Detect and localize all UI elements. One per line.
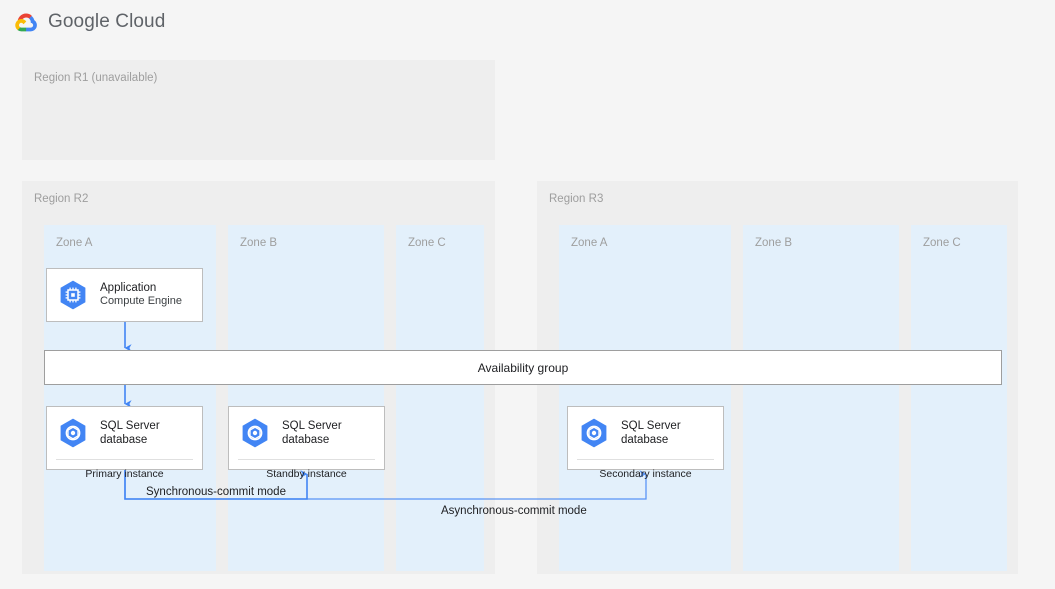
secondary-instance-role: Secondary instance [599, 468, 692, 480]
standby-database-card[interactable]: SQL Server database Standby instance [228, 406, 385, 480]
application-card[interactable]: Application Compute Engine [46, 268, 203, 322]
availability-group-label: Availability group [477, 360, 569, 375]
database-title: SQL Server [621, 419, 681, 432]
primary-database-card[interactable]: SQL Server database Primary instance [46, 406, 203, 480]
zone-r2-b: Zone B [228, 225, 384, 571]
database-title: SQL Server [282, 419, 342, 432]
edge-label-synchronous-commit: Synchronous-commit mode [146, 486, 286, 498]
zone-r2-c: Zone C [396, 225, 484, 571]
zone-r3-c: Zone C [911, 225, 1007, 571]
database-title-line2: database [282, 434, 330, 446]
region-r2-label: Region R2 [34, 193, 89, 205]
region-r1-label: Region R1 (unavailable) [34, 72, 158, 84]
brand-name: Google Cloud [48, 11, 166, 32]
card-divider [577, 459, 714, 460]
zone-label: Zone C [408, 237, 446, 249]
card-divider [56, 459, 193, 460]
sql-server-database-icon [577, 416, 611, 450]
page-header: Google Cloud [0, 0, 1055, 48]
sql-server-database-icon [56, 416, 90, 450]
application-subtitle: Compute Engine [100, 295, 182, 308]
zone-r3-a: Zone A [559, 225, 731, 571]
secondary-database-card[interactable]: SQL Server database Secondary instance [567, 406, 724, 480]
google-cloud-logo-icon [14, 10, 40, 36]
availability-group-bar[interactable]: Availability group [44, 350, 1002, 385]
zone-label: Zone A [56, 237, 93, 249]
zone-r3-b: Zone B [743, 225, 899, 571]
zone-label: Zone C [923, 237, 961, 249]
zone-label: Zone B [240, 237, 278, 249]
database-title-line2: database [621, 434, 669, 446]
database-title-line2: database [100, 434, 148, 446]
region-r1: Region R1 (unavailable) [22, 60, 495, 160]
region-r3-label: Region R3 [549, 193, 604, 205]
sql-server-database-icon [238, 416, 272, 450]
card-divider [238, 459, 375, 460]
standby-instance-role: Standby instance [266, 468, 347, 480]
zone-label: Zone B [755, 237, 793, 249]
primary-instance-role: Primary instance [85, 468, 164, 480]
application-title: Application [100, 281, 157, 294]
edge-label-asynchronous-commit: Asynchronous-commit mode [441, 505, 587, 517]
zone-label: Zone A [571, 237, 608, 249]
database-title: SQL Server [100, 419, 160, 432]
compute-engine-icon [56, 278, 90, 312]
